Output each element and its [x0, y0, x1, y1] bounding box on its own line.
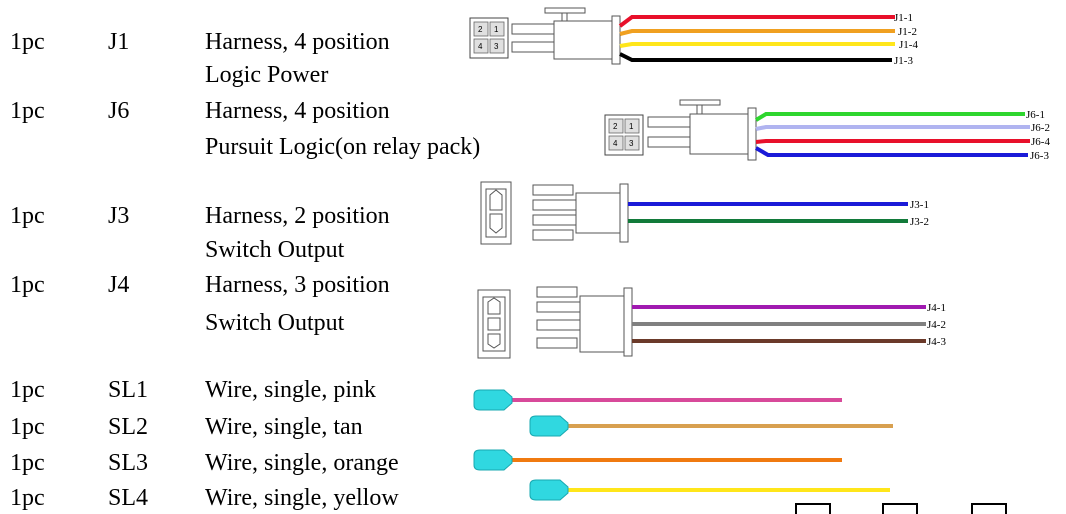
item-sub: Logic Power	[205, 62, 329, 88]
item-desc: Wire, single, yellow	[205, 485, 399, 511]
item-ref: J4	[108, 272, 130, 298]
item-desc: Wire, single, tan	[205, 414, 363, 440]
wire	[755, 125, 1030, 131]
pin-label: J1-2	[898, 26, 917, 38]
cavity-number: 2	[613, 122, 618, 131]
j4-harness-drawing: J4-1 J4-2 J4-3	[477, 286, 946, 359]
j3-harness-drawing: J3-1 J3-2	[480, 181, 929, 245]
item-qty: 1pc	[10, 98, 45, 124]
j1-harness-drawing: 2 1 4 3 J1-1 J1-2 J1-4 J1-3	[469, 7, 918, 67]
j4-connector-side-view	[536, 286, 633, 357]
ring-terminal-icon	[529, 479, 569, 501]
j3-connector-side-view	[532, 183, 629, 243]
j6-face-view: 2 1 4 3	[604, 114, 644, 156]
cavity-number: 4	[613, 139, 618, 148]
cavity-number: 2	[478, 25, 483, 34]
j1-face-view: 2 1 4 3	[469, 17, 509, 59]
pin-label: J3-2	[910, 216, 929, 228]
j4-face-view	[477, 289, 511, 359]
item-qty: 1pc	[10, 414, 45, 440]
item-ref: SL4	[108, 485, 149, 511]
item-qty: 1pc	[10, 272, 45, 298]
sl1-wire	[473, 389, 842, 411]
cavity-number: 1	[629, 122, 634, 131]
item-desc: Wire, single, pink	[205, 377, 376, 403]
j6-wires	[754, 112, 1030, 157]
cavity-number: 1	[494, 25, 499, 34]
cavity-number: 4	[478, 42, 483, 51]
wire	[755, 139, 1030, 144]
item-ref: J6	[108, 98, 130, 124]
sl3-wire	[473, 449, 842, 471]
pin-label: J1-3	[894, 55, 913, 67]
wire	[619, 52, 892, 62]
pin-label: J1-1	[894, 12, 913, 24]
cavity-number: 3	[629, 139, 634, 148]
ring-terminal-icon	[473, 389, 513, 411]
item-desc: Harness, 4 position	[205, 29, 390, 55]
wire	[619, 29, 895, 36]
cropped-boxes	[795, 503, 1007, 514]
pin-label: J6-3	[1030, 150, 1049, 162]
ring-terminal-icon	[473, 449, 513, 471]
j3-wires	[628, 202, 908, 223]
j4-wires	[632, 305, 926, 343]
item-ref: SL1	[108, 377, 149, 403]
item-qty: 1pc	[10, 29, 45, 55]
item-qty: 1pc	[10, 377, 45, 403]
j6-harness-drawing: 2 1 4 3 J6-1 J6-2 J6-4 J6-3	[604, 99, 1050, 162]
item-ref: SL2	[108, 414, 149, 440]
item-desc: Wire, single, orange	[205, 450, 399, 476]
pin-label: J6-4	[1031, 136, 1050, 148]
item-desc: Harness, 3 position	[205, 272, 390, 298]
item-desc: Harness, 4 position	[205, 98, 390, 124]
pin-label: J1-4	[899, 39, 918, 51]
item-qty: 1pc	[10, 450, 45, 476]
item-qty: 1pc	[10, 485, 45, 511]
j1-connector-side-view	[511, 7, 621, 65]
item-ref: SL3	[108, 450, 149, 476]
item-ref: J3	[108, 203, 130, 229]
pin-label: J6-2	[1031, 122, 1050, 134]
wire	[619, 42, 895, 48]
single-wires	[473, 389, 893, 501]
sl2-wire	[529, 415, 893, 437]
pin-label: J3-1	[910, 199, 929, 211]
j3-face-view	[480, 181, 512, 245]
wire	[754, 112, 1025, 122]
pin-label: J4-1	[927, 302, 946, 314]
item-sub: Switch Output	[205, 237, 345, 263]
ring-terminal-icon	[529, 415, 569, 437]
item-sub: Switch Output	[205, 310, 345, 336]
pin-label: J6-1	[1026, 109, 1045, 121]
item-sub: Pursuit Logic(on relay pack)	[205, 134, 481, 160]
sl4-wire	[529, 479, 890, 501]
item-desc: Harness, 2 position	[205, 203, 390, 229]
cavity-number: 3	[494, 42, 499, 51]
wire	[618, 15, 895, 28]
item-qty: 1pc	[10, 203, 45, 229]
item-ref: J1	[108, 29, 130, 55]
j1-wires	[618, 15, 895, 62]
pin-label: J4-3	[927, 336, 946, 348]
pin-label: J4-2	[927, 319, 946, 331]
wire	[754, 146, 1028, 157]
j6-connector-side-view	[647, 99, 757, 161]
